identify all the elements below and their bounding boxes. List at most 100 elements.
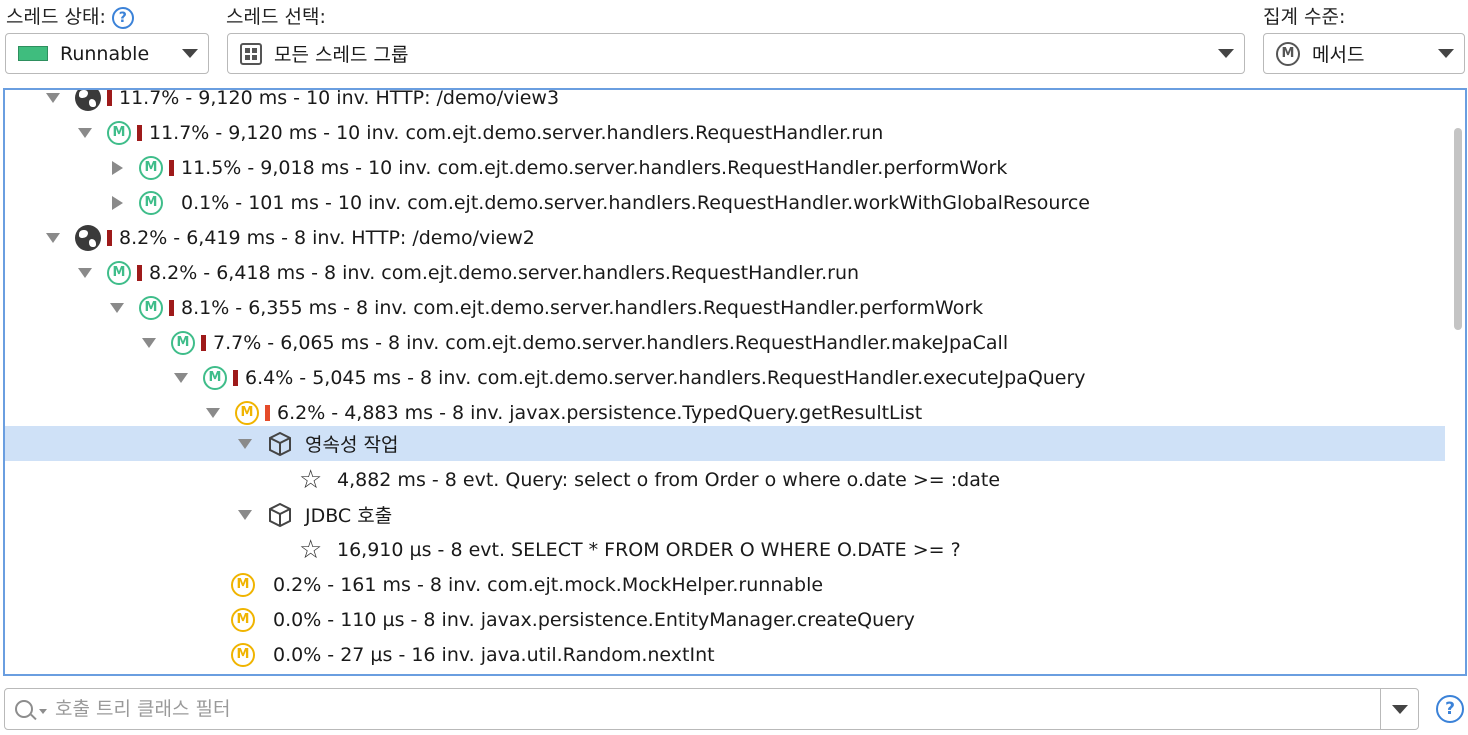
node-label: 영속성 작업: [305, 434, 399, 456]
thread-state-label: 스레드 상태:?: [6, 2, 134, 29]
thread-select-value: 모든 스레드 그룹: [274, 44, 409, 66]
star-event-icon: ☆: [299, 464, 323, 495]
time-bar: [107, 90, 112, 106]
method-icon: M: [231, 642, 255, 667]
tree-row[interactable]: ☆ 16,910 µs - 8 evt. SELECT * FROM ORDER…: [5, 532, 1445, 567]
tree-row[interactable]: 11.7% - 9,120 ms - 10 inv. HTTP: /demo/v…: [5, 88, 1445, 115]
tree-row-selected[interactable]: 영속성 작업: [5, 426, 1445, 461]
expand-toggle-icon[interactable]: [238, 438, 252, 449]
node-label: 6.2% - 4,883 ms - 8 inv. javax.persisten…: [277, 401, 923, 424]
method-icon: M: [139, 155, 163, 180]
time-bar: [169, 195, 174, 211]
class-filter-bar: [4, 688, 1419, 730]
method-icon: M: [231, 607, 255, 632]
runnable-state-swatch-icon: [18, 46, 48, 61]
tree-row[interactable]: M 6.4% - 5,045 ms - 8 inv. com.ejt.demo.…: [5, 360, 1445, 395]
method-icon: M: [139, 190, 163, 215]
thread-select-dropdown[interactable]: 모든 스레드 그룹: [227, 33, 1245, 74]
aggregation-dropdown[interactable]: M 메서드: [1263, 33, 1465, 74]
method-icon: M: [231, 572, 255, 597]
expand-toggle-icon[interactable]: [110, 302, 124, 313]
time-bar: [137, 264, 142, 281]
node-label: JDBC 호출: [305, 505, 393, 527]
time-bar: [107, 229, 112, 246]
node-label: 11.7% - 9,120 ms - 10 inv. com.ejt.demo.…: [149, 121, 884, 144]
search-icon[interactable]: [15, 700, 33, 718]
node-label: 8.2% - 6,418 ms - 8 inv. com.ejt.demo.se…: [149, 261, 860, 284]
call-tree-filter-input[interactable]: [55, 698, 1355, 720]
tree-row[interactable]: M 8.1% - 6,355 ms - 8 inv. com.ejt.demo.…: [5, 290, 1445, 325]
method-icon: M: [203, 365, 227, 390]
tree-row[interactable]: M 0.0% - 27 µs - 16 inv. java.util.Rando…: [5, 637, 1445, 672]
node-label: 0.1% - 101 ms - 10 inv. com.ejt.demo.ser…: [181, 191, 1090, 214]
expand-toggle-icon[interactable]: [238, 509, 252, 520]
expand-toggle-icon[interactable]: [78, 127, 92, 138]
tree-row[interactable]: M 8.2% - 6,418 ms - 8 inv. com.ejt.demo.…: [5, 255, 1445, 290]
expand-toggle-icon[interactable]: [206, 407, 220, 418]
time-bar: [201, 334, 206, 351]
method-icon: M: [1276, 41, 1300, 66]
filter-help-icon[interactable]: ?: [1436, 695, 1464, 723]
expand-toggle-icon[interactable]: [174, 372, 188, 383]
thread-state-value: Runnable: [60, 42, 150, 65]
node-label: 11.7% - 9,120 ms - 10 inv. HTTP: /demo/v…: [119, 88, 560, 109]
filter-history-dropdown-button[interactable]: [1380, 689, 1418, 729]
time-bar: [233, 369, 238, 386]
node-label: 8.2% - 6,419 ms - 8 inv. HTTP: /demo/vie…: [119, 226, 535, 249]
thread-state-label-text: 스레드 상태:: [6, 6, 106, 28]
node-label: 16,910 µs - 8 evt. SELECT * FROM ORDER O…: [337, 538, 961, 561]
tree-row[interactable]: M 11.5% - 9,018 ms - 10 inv. com.ejt.dem…: [5, 150, 1445, 185]
star-event-icon: ☆: [299, 534, 323, 565]
node-label: 8.1% - 6,355 ms - 8 inv. com.ejt.demo.se…: [181, 296, 984, 319]
thread-group-grid-icon: [240, 42, 262, 65]
method-icon: M: [139, 295, 163, 320]
expand-toggle-icon[interactable]: [46, 92, 60, 103]
node-label: 11.5% - 9,018 ms - 10 inv. com.ejt.demo.…: [181, 156, 1008, 179]
node-label: 6.4% - 5,045 ms - 8 inv. com.ejt.demo.se…: [245, 366, 1086, 389]
method-icon: M: [171, 330, 195, 355]
node-label: 4,882 ms - 8 evt. Query: select o from O…: [337, 468, 1001, 491]
node-label: 0.0% - 110 µs - 8 inv. javax.persistence…: [273, 608, 915, 631]
thread-select-label: 스레드 선택:: [226, 6, 326, 28]
time-bar: [169, 299, 174, 316]
aggregation-label: 집계 수준:: [1263, 6, 1346, 28]
globe-icon: [75, 224, 101, 251]
method-icon: M: [107, 120, 131, 145]
tree-row[interactable]: 8.2% - 6,419 ms - 8 inv. HTTP: /demo/vie…: [5, 220, 1445, 255]
tree-row[interactable]: M 7.7% - 6,065 ms - 8 inv. com.ejt.demo.…: [5, 325, 1445, 360]
node-label: 7.7% - 6,065 ms - 8 inv. com.ejt.demo.se…: [213, 331, 1009, 354]
vertical-scrollbar[interactable]: [1454, 128, 1462, 330]
package-box-icon: [269, 502, 291, 527]
expand-toggle-icon[interactable]: [142, 337, 156, 348]
help-icon[interactable]: ?: [111, 6, 134, 29]
time-bar: [261, 577, 266, 593]
collapse-toggle-icon[interactable]: [112, 195, 123, 210]
call-tree[interactable]: 11.7% - 9,120 ms - 10 inv. HTTP: /demo/v…: [3, 88, 1467, 676]
time-bar: [265, 404, 270, 421]
chevron-down-icon: [1218, 49, 1234, 58]
tree-row[interactable]: M 6.2% - 4,883 ms - 8 inv. javax.persist…: [5, 395, 1445, 430]
node-label: 0.2% - 161 ms - 8 inv. com.ejt.mock.Mock…: [273, 573, 824, 596]
collapse-toggle-icon[interactable]: [112, 160, 123, 175]
aggregation-value: 메서드: [1312, 44, 1365, 66]
time-bar: [169, 159, 174, 176]
time-bar: [261, 647, 266, 663]
thread-state-dropdown[interactable]: Runnable: [5, 33, 209, 74]
tree-row[interactable]: ☆ 4,882 ms - 8 evt. Query: select o from…: [5, 462, 1445, 497]
tree-row[interactable]: JDBC 호출: [5, 497, 1445, 532]
tree-row[interactable]: M 0.0% - 110 µs - 8 inv. javax.persisten…: [5, 602, 1445, 637]
tree-row[interactable]: M 11.7% - 9,120 ms - 10 inv. com.ejt.dem…: [5, 115, 1445, 150]
expand-toggle-icon[interactable]: [46, 232, 60, 243]
globe-icon: [75, 90, 101, 111]
package-box-icon: [269, 431, 291, 456]
method-icon: M: [107, 260, 131, 285]
tree-row[interactable]: M 0.1% - 101 ms - 10 inv. com.ejt.demo.s…: [5, 185, 1445, 220]
search-options-chevron-icon[interactable]: [39, 708, 47, 714]
node-label: 0.0% - 27 µs - 16 inv. java.util.Random.…: [273, 643, 715, 666]
tree-row[interactable]: M 0.2% - 161 ms - 8 inv. com.ejt.mock.Mo…: [5, 567, 1445, 602]
chevron-down-icon: [1438, 49, 1454, 58]
method-icon: M: [235, 400, 259, 425]
time-bar: [261, 612, 266, 628]
chevron-down-icon: [182, 49, 198, 58]
expand-toggle-icon[interactable]: [78, 267, 92, 278]
